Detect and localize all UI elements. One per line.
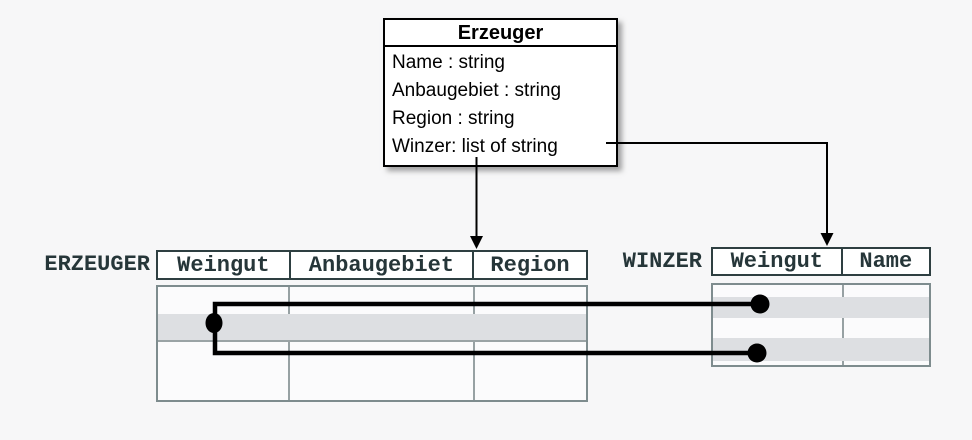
table-body-winzer: [711, 283, 931, 367]
highlighted-row: [713, 338, 929, 361]
arrow-down-icon: [820, 233, 834, 246]
column-divider: [842, 285, 844, 365]
table-body-erzeuger: [156, 285, 588, 402]
arrow-down-icon: [470, 236, 483, 249]
class-attribute-list: Name : string Anbaugebiet : string Regio…: [385, 47, 616, 165]
table-header-winzer: Weingut Name: [711, 247, 931, 276]
uml-class-box-erzeuger: Erzeuger Name : string Anbaugebiet : str…: [383, 18, 618, 167]
column-divider: [288, 287, 290, 400]
class-title: Erzeuger: [385, 20, 616, 47]
mapping-arrow-winzer-attr-to-winzer: [606, 142, 828, 235]
class-attribute-anbaugebiet: Anbaugebiet : string: [392, 80, 562, 101]
highlighted-row: [713, 297, 929, 318]
column-header-weingut: Weingut: [177, 252, 270, 278]
table-header-erzeuger: Weingut Anbaugebiet Region: [156, 250, 588, 280]
column-header-weingut: Weingut: [730, 249, 824, 274]
class-attribute-region: Region : string: [392, 108, 515, 129]
column-header-name: Name: [840, 249, 929, 274]
row-divider: [158, 340, 586, 342]
column-header-region: Region: [472, 252, 586, 278]
column-header-anbaugebiet: Anbaugebiet: [288, 252, 472, 278]
table-label-winzer: WINZER: [622, 249, 702, 274]
column-divider: [473, 287, 475, 400]
class-attribute-winzer: Winzer: list of string: [392, 136, 558, 157]
table-label-erzeuger: ERZEUGER: [44, 252, 150, 277]
highlighted-row: [158, 314, 586, 340]
class-attribute-name: Name : string: [392, 52, 505, 73]
